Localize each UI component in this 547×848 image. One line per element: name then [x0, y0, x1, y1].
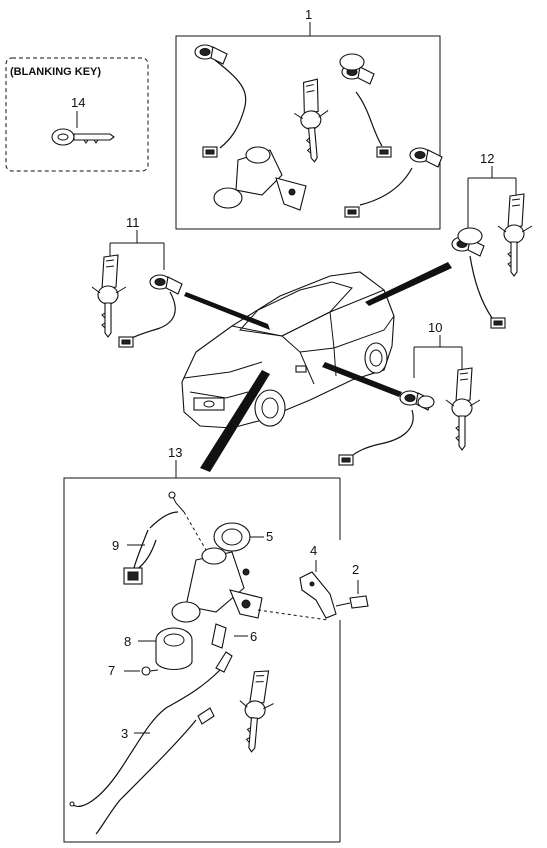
callout-5: 5 [266, 529, 273, 544]
trunk-cylinder-wired [344, 147, 443, 218]
callout-14: 14 [71, 95, 85, 110]
callout-11: 11 [126, 215, 140, 230]
key-lamp-housing [155, 627, 193, 671]
interlock-cable [69, 651, 233, 835]
callout-12: 12 [480, 151, 494, 166]
ignition-assembly-frame [63, 477, 340, 843]
car-illustration [181, 271, 395, 429]
callout-3: 3 [121, 726, 128, 741]
door-cylinder-12 [451, 227, 506, 329]
screw [141, 666, 159, 676]
bolt [335, 595, 369, 609]
right-front-lock-group: 10 [338, 320, 481, 466]
key-fob-10 [445, 367, 481, 451]
callout-13: 13 [168, 445, 182, 460]
ignition-switch-body [213, 146, 307, 211]
key-fob-12 [497, 193, 533, 277]
key-fob-upper [290, 77, 334, 164]
door-cylinder-11 [118, 274, 183, 348]
callout-4: 4 [310, 543, 317, 558]
door-cylinder-10 [338, 390, 435, 466]
ignition-ring [213, 522, 251, 552]
lock-plate [299, 571, 337, 619]
callout-9: 9 [112, 538, 119, 553]
callout-8: 8 [124, 634, 131, 649]
callout-7: 7 [108, 663, 115, 678]
callout-10: 10 [428, 320, 442, 335]
ignition-wire-harness [123, 491, 207, 585]
blanking-key-title: (BLANKING KEY) [10, 66, 101, 78]
clip [211, 623, 227, 649]
key-icon [51, 128, 115, 146]
right-rear-lock-group: 12 [451, 151, 533, 329]
callout-6: 6 [250, 629, 257, 644]
lock-set-frame [175, 35, 441, 230]
key-fob-11 [91, 254, 127, 338]
callout-1: 1 [305, 7, 312, 22]
left-door-lock-group: 11 [91, 215, 183, 348]
blanking-key-group: (BLANKING KEY) 14 [5, 57, 149, 172]
callout-2: 2 [352, 562, 359, 577]
ignition-lock-body [171, 547, 329, 623]
key-fob-13 [234, 668, 278, 754]
ignition-assembly-group: 13 9 5 [63, 445, 369, 843]
pointer-arrows [184, 262, 452, 472]
blanking-key-frame [5, 57, 149, 172]
ignition-cylinder-wired [194, 44, 247, 158]
door-cylinder-wired [339, 53, 392, 158]
lock-set-group: 1 [175, 7, 443, 230]
